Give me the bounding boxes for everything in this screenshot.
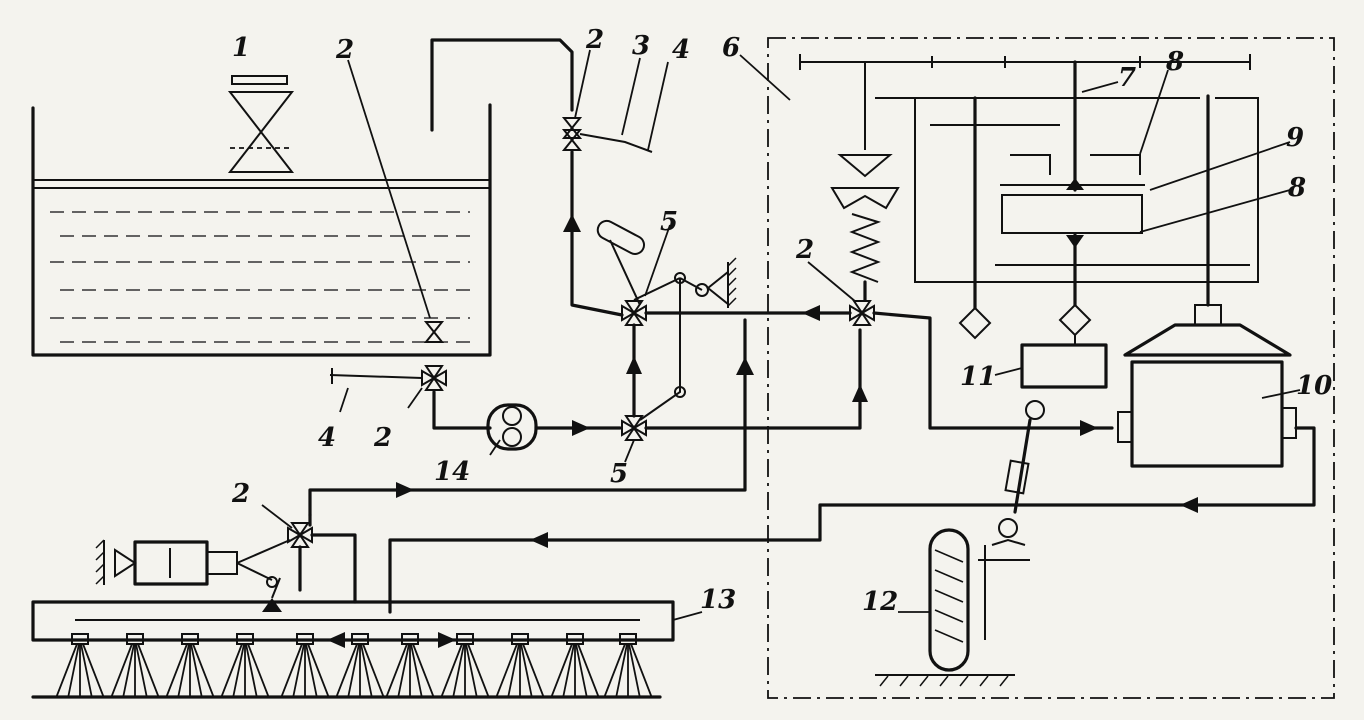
regulator-frame <box>767 37 1335 699</box>
valve-return <box>563 117 581 139</box>
label-9: 9 <box>1286 123 1304 153</box>
label-11: 11 <box>960 362 996 392</box>
label-7: 7 <box>1118 63 1136 93</box>
valve-tank-outlet <box>425 321 443 343</box>
valve-divider <box>849 300 875 326</box>
callout-labels: 1 2 2 2 2 2 3 4 4 5 5 6 7 8 8 9 10 11 12… <box>231 25 1332 617</box>
pump <box>486 403 538 451</box>
label-8-top: 8 <box>1165 47 1184 77</box>
tank-return-pipe <box>430 38 574 132</box>
sensor-left <box>958 306 992 340</box>
label-2-boom: 2 <box>231 479 250 509</box>
valve-5-lower <box>621 415 647 441</box>
ground-wheel <box>875 528 1030 687</box>
label-13: 13 <box>700 585 736 615</box>
leader-lines <box>261 49 1301 621</box>
valve-5-upper <box>621 300 647 326</box>
label-5-lower: 5 <box>610 459 628 489</box>
label-3: 3 <box>632 31 650 61</box>
label-2-return: 2 <box>585 25 604 55</box>
label-8-bottom: 8 <box>1287 173 1306 203</box>
tank <box>31 103 492 357</box>
label-12: 12 <box>862 587 898 617</box>
label-4-outlet: 4 <box>318 423 336 453</box>
label-5-upper: 5 <box>660 207 678 237</box>
control-unit <box>1020 343 1108 389</box>
label-2-outlet: 2 <box>373 423 392 453</box>
label-2-divider: 2 <box>795 235 814 265</box>
valve-return-lower <box>563 129 581 151</box>
label-2-tank: 2 <box>335 35 354 65</box>
pressure-regulator <box>830 154 900 302</box>
spray-boom <box>31 600 675 699</box>
valve-tank-3way <box>421 365 447 391</box>
hydraulic-motor <box>1117 304 1297 468</box>
label-6: 6 <box>722 33 740 63</box>
boom-cylinder <box>95 539 291 586</box>
gearbox <box>799 54 1259 310</box>
tank-liquid <box>50 211 470 343</box>
sensor-right <box>1058 303 1092 337</box>
label-14: 14 <box>434 457 470 487</box>
filler-funnel <box>227 75 295 173</box>
label-4-top: 4 <box>672 35 690 65</box>
label-1: 1 <box>232 33 250 63</box>
label-10: 10 <box>1296 371 1332 401</box>
